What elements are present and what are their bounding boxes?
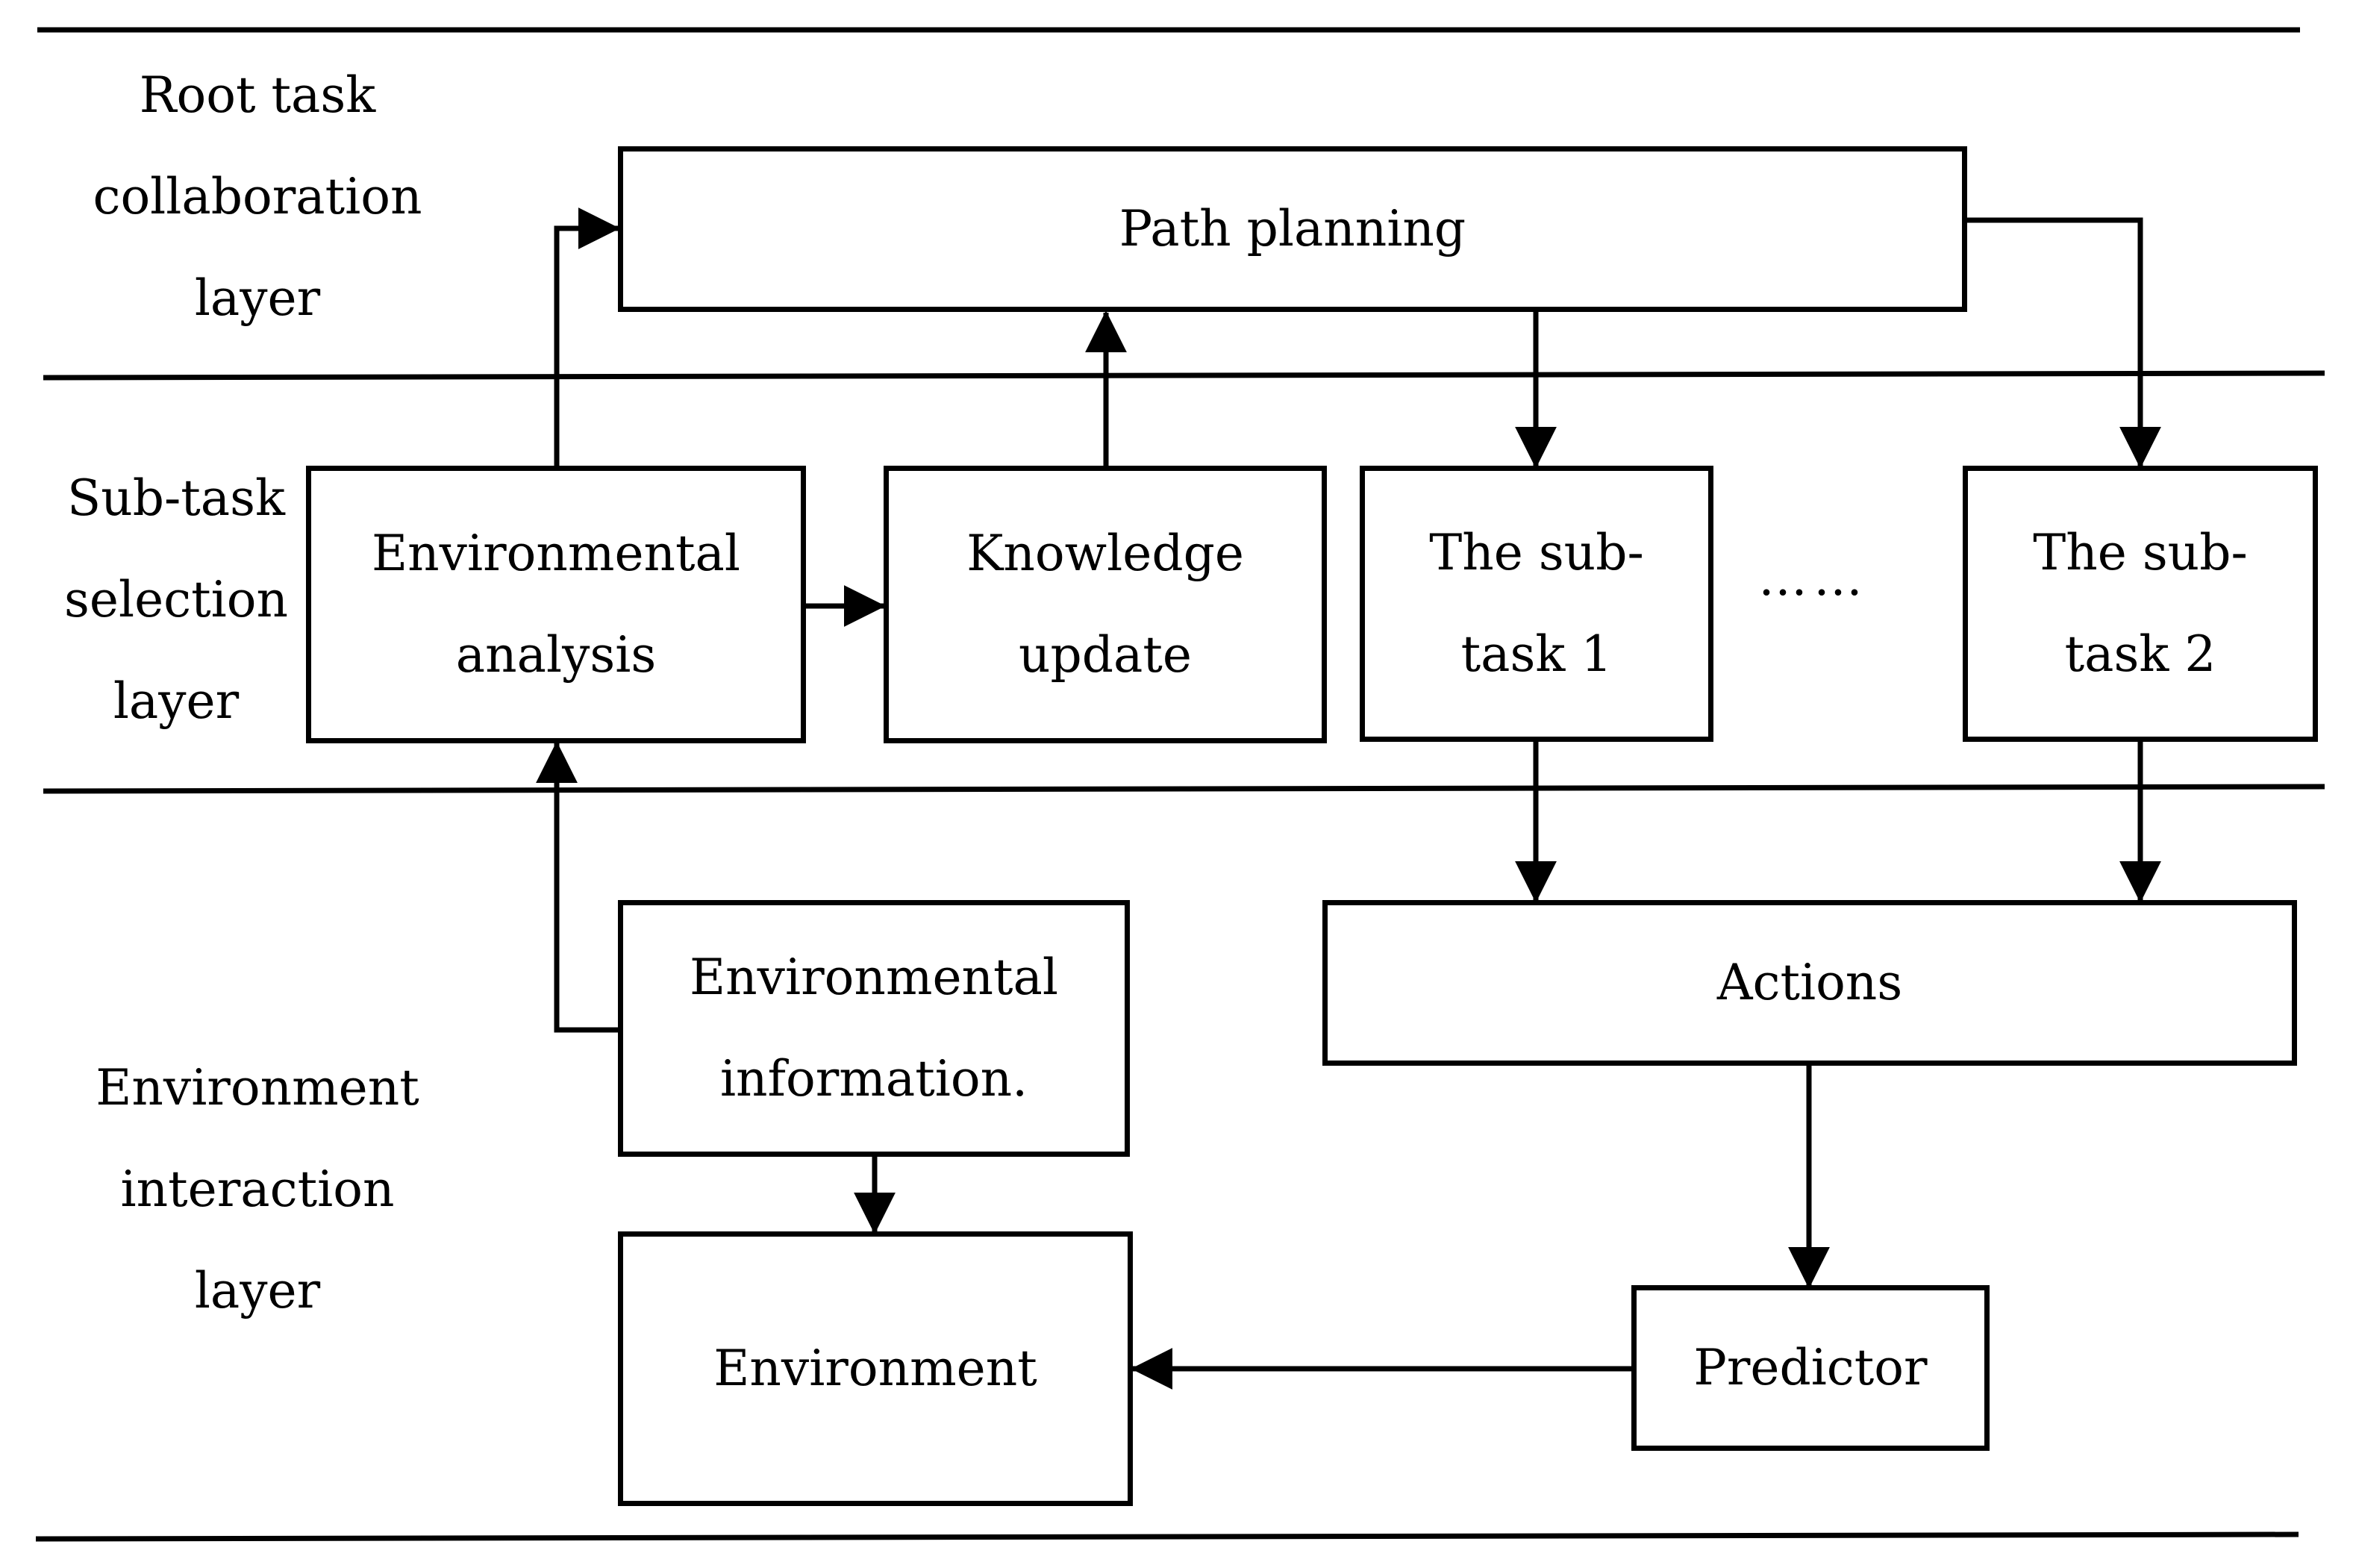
layer-label-line: layer [194,269,321,327]
node-label: Predictor [1693,1339,1928,1396]
edge-environmental-analysis-to-path-planning [554,207,620,466]
ellipsis-more-subtasks: …… [1758,549,1869,607]
layer-label-line: Sub-task [66,469,285,527]
node-label: Knowledge [966,525,1244,582]
node-actions: Actions [1322,900,2297,1066]
node-predictor: Predictor [1631,1285,1990,1451]
node-label: Actions [1716,954,1903,1011]
node-subtask-1: The sub- task 1 [1360,466,1713,742]
layer-label-line: collaboration [93,168,422,225]
node-knowledge-update: Knowledge update [884,466,1327,743]
node-subtask-2: The sub- task 2 [1963,466,2318,742]
node-label: task 2 [2064,625,2216,683]
layer-label-root-task-collaboration: Root task collaboration layer [75,45,440,349]
node-label: Environment [713,1340,1037,1397]
node-label: Environmental [689,949,1058,1006]
separator-subtask-interaction [43,784,2325,794]
node-label: Environmental [371,525,740,582]
separator-root-subtask [43,370,2325,381]
layer-label-line: layer [113,672,240,730]
node-path-planning: Path planning [618,146,1967,312]
edge-environmental-information-to-environmental-analysis [536,741,618,1033]
node-label: task 1 [1460,625,1613,683]
layer-label-line: layer [194,1262,321,1319]
node-environment: Environment [618,1231,1133,1506]
node-label: The sub- [2033,524,2248,581]
node-label: The sub- [1429,524,1644,581]
node-environmental-analysis: Environmental analysis [306,466,806,743]
edge-path-planning-to-subtask-2 [1967,217,2161,469]
node-label: analysis [455,626,657,684]
layer-label-line: interaction [120,1161,395,1218]
layer-label-subtask-selection: Sub-task selection layer [45,448,307,752]
layer-label-line: Environment [96,1059,419,1116]
node-label: information. [719,1050,1028,1108]
layer-label-line: Root task [139,66,376,124]
separator-bottom [35,1531,2299,1542]
node-label: update [1019,626,1192,684]
node-environmental-information: Environmental information. [618,900,1130,1157]
node-label: Path planning [1119,200,1466,257]
layer-label-environment-interaction: Environment interaction layer [75,1037,440,1342]
layer-label-line: selection [64,571,288,628]
